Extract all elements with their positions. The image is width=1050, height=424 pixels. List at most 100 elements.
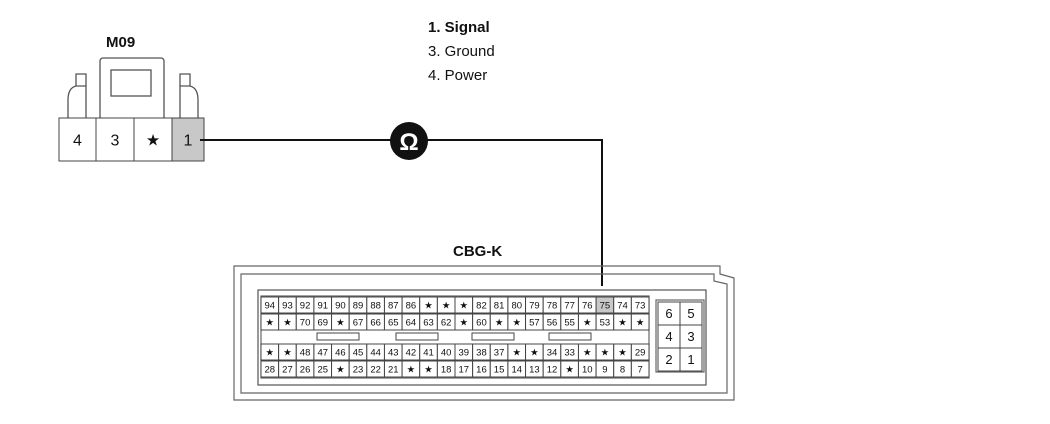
svg-text:★: ★: [495, 317, 504, 328]
svg-text:67: 67: [353, 317, 364, 328]
svg-text:46: 46: [335, 347, 346, 358]
svg-text:★: ★: [512, 347, 521, 358]
svg-text:41: 41: [423, 347, 434, 358]
svg-text:7: 7: [638, 364, 643, 375]
svg-text:★: ★: [583, 347, 592, 358]
cbgk-pin-blank: ★: [507, 343, 527, 361]
cbgk-pin-55: 55: [560, 313, 579, 331]
cbgk-pin-blank: ★: [260, 343, 280, 361]
cbgk-pin-66: 66: [366, 313, 385, 331]
legend-item-signal: 1. Signal: [428, 19, 490, 36]
cbgk-pin-blank: ★: [331, 313, 350, 331]
svg-text:76: 76: [582, 300, 593, 311]
cbgk-pin-44: 44: [366, 343, 385, 361]
svg-text:34: 34: [547, 347, 558, 358]
m09-connector-name: M09: [106, 34, 136, 51]
cbgk-side-pin-2: 2: [657, 347, 681, 372]
cbgk-pin-67: 67: [348, 313, 368, 331]
svg-text:87: 87: [388, 300, 399, 311]
svg-text:42: 42: [406, 347, 417, 358]
cbgk-pin-74: 74: [613, 296, 632, 314]
cbgk-pin-92: 92: [295, 296, 315, 314]
svg-text:★: ★: [618, 317, 627, 328]
cbgk-pin-38: 38: [472, 343, 491, 361]
svg-text:43: 43: [388, 347, 399, 358]
svg-text:8: 8: [620, 364, 625, 375]
cbgk-pin-64: 64: [401, 313, 421, 331]
svg-text:Ω: Ω: [399, 129, 418, 156]
cbgk-pin-blank: ★: [331, 360, 350, 378]
cbgk-pin-57: 57: [525, 313, 544, 331]
svg-text:47: 47: [317, 347, 328, 358]
cbgk-pin-blank: ★: [454, 296, 474, 314]
svg-text:37: 37: [494, 347, 505, 358]
cbgk-pin-43: 43: [383, 343, 403, 361]
cbgk-pin-27: 27: [278, 360, 297, 378]
svg-text:53: 53: [600, 317, 611, 328]
ohmmeter-icon: Ω: [390, 122, 428, 160]
svg-text:69: 69: [317, 317, 328, 328]
svg-text:82: 82: [476, 300, 487, 311]
cbgk-pin-77: 77: [560, 296, 579, 314]
cbgk-connector-name: CBG-K: [453, 243, 503, 260]
svg-text:★: ★: [460, 317, 469, 328]
svg-text:9: 9: [602, 364, 607, 375]
svg-text:15: 15: [494, 364, 505, 375]
svg-text:★: ★: [424, 364, 433, 375]
svg-text:88: 88: [370, 300, 381, 311]
cbgk-side-pin-4: 4: [657, 324, 681, 349]
svg-text:90: 90: [335, 300, 346, 311]
svg-text:★: ★: [336, 364, 345, 375]
cbgk-pin-blank: ★: [454, 313, 474, 331]
cbgk-pin-82: 82: [472, 296, 491, 314]
cbgk-pin-91: 91: [313, 296, 333, 314]
svg-text:57: 57: [529, 317, 540, 328]
svg-text:★: ★: [601, 347, 610, 358]
cbgk-pin-48: 48: [295, 343, 315, 361]
cbgk-pin-15: 15: [489, 360, 509, 378]
svg-text:3: 3: [687, 329, 694, 344]
svg-text:27: 27: [282, 364, 293, 375]
svg-text:6: 6: [665, 306, 672, 321]
svg-text:★: ★: [336, 317, 345, 328]
cbgk-pin-63: 63: [419, 313, 438, 331]
svg-text:★: ★: [424, 300, 433, 311]
svg-text:★: ★: [618, 347, 627, 358]
svg-text:25: 25: [317, 364, 328, 375]
cbgk-side-pin-1: 1: [679, 347, 703, 372]
cbgk-pin-29: 29: [630, 343, 650, 361]
svg-text:86: 86: [406, 300, 417, 311]
svg-text:70: 70: [300, 317, 311, 328]
cbgk-pin-90: 90: [331, 296, 350, 314]
cbgk-pin-65: 65: [383, 313, 403, 331]
svg-text:80: 80: [511, 300, 522, 311]
svg-text:75: 75: [600, 300, 611, 311]
svg-text:★: ★: [460, 300, 469, 311]
cbgk-pin-45: 45: [348, 343, 368, 361]
cbgk-pin-21: 21: [383, 360, 403, 378]
cbgk-pin-42: 42: [401, 343, 421, 361]
cbgk-pin-80: 80: [507, 296, 527, 314]
svg-text:★: ★: [146, 132, 160, 149]
svg-text:★: ★: [442, 300, 451, 311]
svg-text:28: 28: [265, 364, 276, 375]
svg-text:18: 18: [441, 364, 452, 375]
svg-text:12: 12: [547, 364, 558, 375]
cbgk-pin-89: 89: [348, 296, 368, 314]
svg-text:★: ★: [266, 317, 275, 328]
svg-text:63: 63: [423, 317, 434, 328]
cbgk-pin-blank: ★: [595, 343, 615, 361]
cbgk-pin-70: 70: [295, 313, 315, 331]
svg-text:★: ★: [565, 364, 574, 375]
svg-text:39: 39: [459, 347, 470, 358]
legend-item-ground: 3. Ground: [428, 43, 495, 60]
cbgk-pin-76: 76: [577, 296, 597, 314]
signal-wire: [200, 139, 603, 286]
svg-text:93: 93: [282, 300, 293, 311]
cbgk-side-pin-3: 3: [679, 324, 703, 349]
svg-text:10: 10: [582, 364, 593, 375]
svg-text:38: 38: [476, 347, 487, 358]
